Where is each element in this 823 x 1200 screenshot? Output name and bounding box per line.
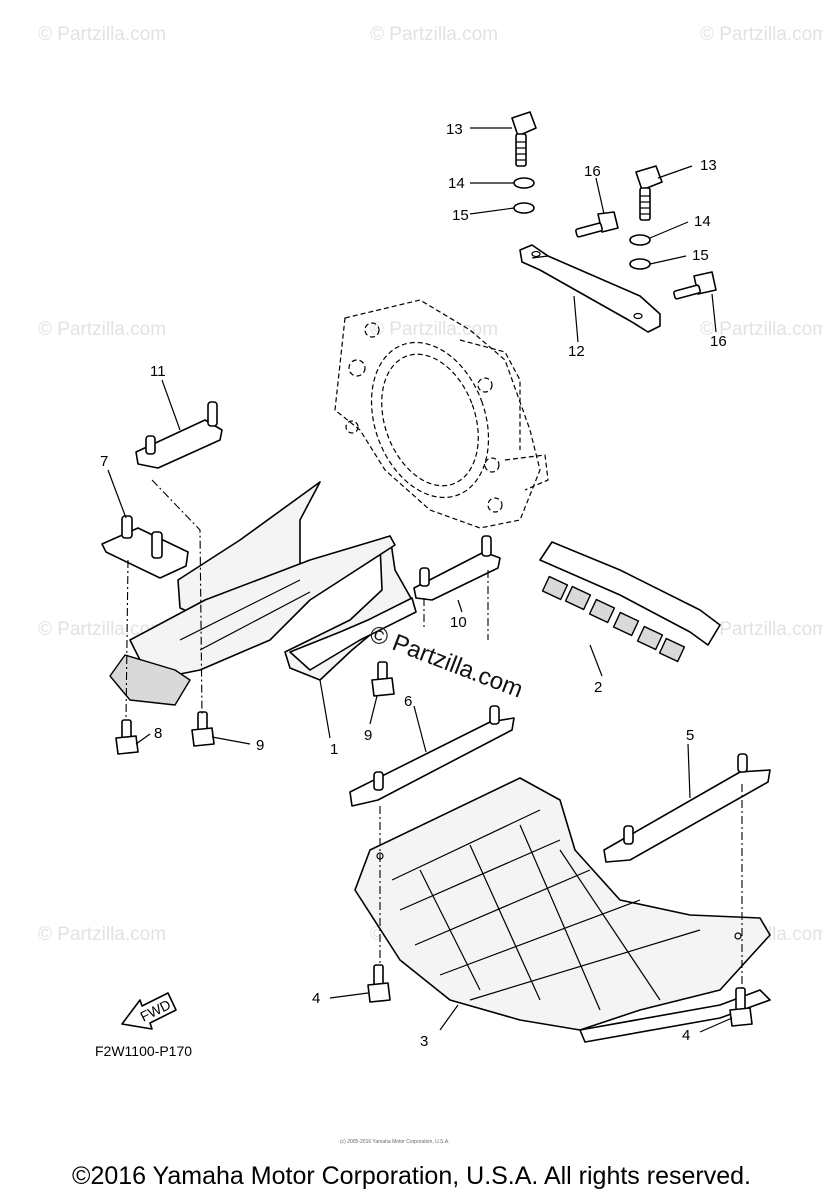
callout-3: 3: [420, 1033, 428, 1050]
bolt: [729, 987, 753, 1027]
intake-grate: [354, 777, 771, 1043]
leader-lines: [107, 127, 733, 1033]
callout-13: 13: [700, 157, 717, 174]
callout-8: 8: [154, 725, 162, 742]
watermark: © Partzilla.com: [700, 619, 823, 640]
callout-6: 6: [404, 693, 412, 710]
watermark: © Partzilla.com: [38, 619, 166, 640]
callout-14: 14: [694, 213, 711, 230]
callout-7: 7: [100, 453, 108, 470]
callout-4: 4: [312, 990, 320, 1007]
forward-direction-icon: FWD: [121, 992, 177, 1030]
bracket-plate: [519, 244, 661, 333]
damper: [539, 541, 721, 663]
washer: [629, 234, 651, 246]
rail-right: [603, 753, 771, 863]
bolt: [371, 661, 395, 697]
washer: [629, 258, 651, 270]
tiny-notice: (c) 2005-2016 Yamaha Motor Corporation, …: [340, 1139, 450, 1145]
bolt: [115, 719, 139, 755]
callout-16: 16: [584, 163, 601, 180]
bolt: [575, 211, 619, 238]
callout-12: 12: [568, 343, 585, 360]
callout-15: 15: [452, 207, 469, 224]
callout-11: 11: [150, 363, 166, 380]
watermark: © Partzilla.com: [38, 924, 166, 945]
callout-2: 2: [594, 679, 602, 696]
flange-bolt: [635, 165, 663, 221]
watermark: © Partzilla.com: [700, 319, 823, 340]
watermark: © Partzilla.com: [38, 24, 166, 45]
flange-bolt: [511, 111, 537, 167]
callout-16: 16: [710, 333, 727, 350]
hull-liner: [109, 481, 417, 706]
watermark: © Partzilla.com: [370, 24, 498, 45]
bolt: [673, 271, 717, 300]
watermark: © Partzilla.com: [700, 24, 823, 45]
rail-left: [349, 705, 515, 807]
engine-housing-ghost: [334, 299, 549, 529]
callout-9: 9: [364, 727, 372, 744]
callout-13: 13: [446, 121, 463, 138]
callout-9: 9: [256, 737, 264, 754]
watermark: © Partzilla.com: [370, 319, 498, 340]
copyright-notice: ©2016 Yamaha Motor Corporation, U.S.A. A…: [72, 1162, 751, 1190]
callout-15: 15: [692, 247, 709, 264]
callout-1: 1: [330, 741, 338, 758]
alignment-lines: [125, 479, 743, 988]
callout-10: 10: [450, 614, 467, 631]
callouts: 13 14 15 13 14 15 16 16 12 11 7 10 2 1 9…: [100, 121, 727, 1050]
callout-14: 14: [448, 175, 465, 192]
washer: [513, 202, 535, 214]
washer: [513, 177, 535, 189]
engine-mount-front: [413, 535, 501, 601]
engine-mount-rear: [101, 515, 189, 579]
figure-code: F2W1100-P170: [95, 1043, 192, 1059]
engine-mount-rear-upper: [135, 401, 223, 469]
watermark: © Partzilla.com: [38, 319, 166, 340]
callout-5: 5: [686, 727, 694, 744]
bolt: [367, 964, 391, 1003]
callout-4: 4: [682, 1027, 690, 1044]
bolt: [191, 711, 215, 747]
